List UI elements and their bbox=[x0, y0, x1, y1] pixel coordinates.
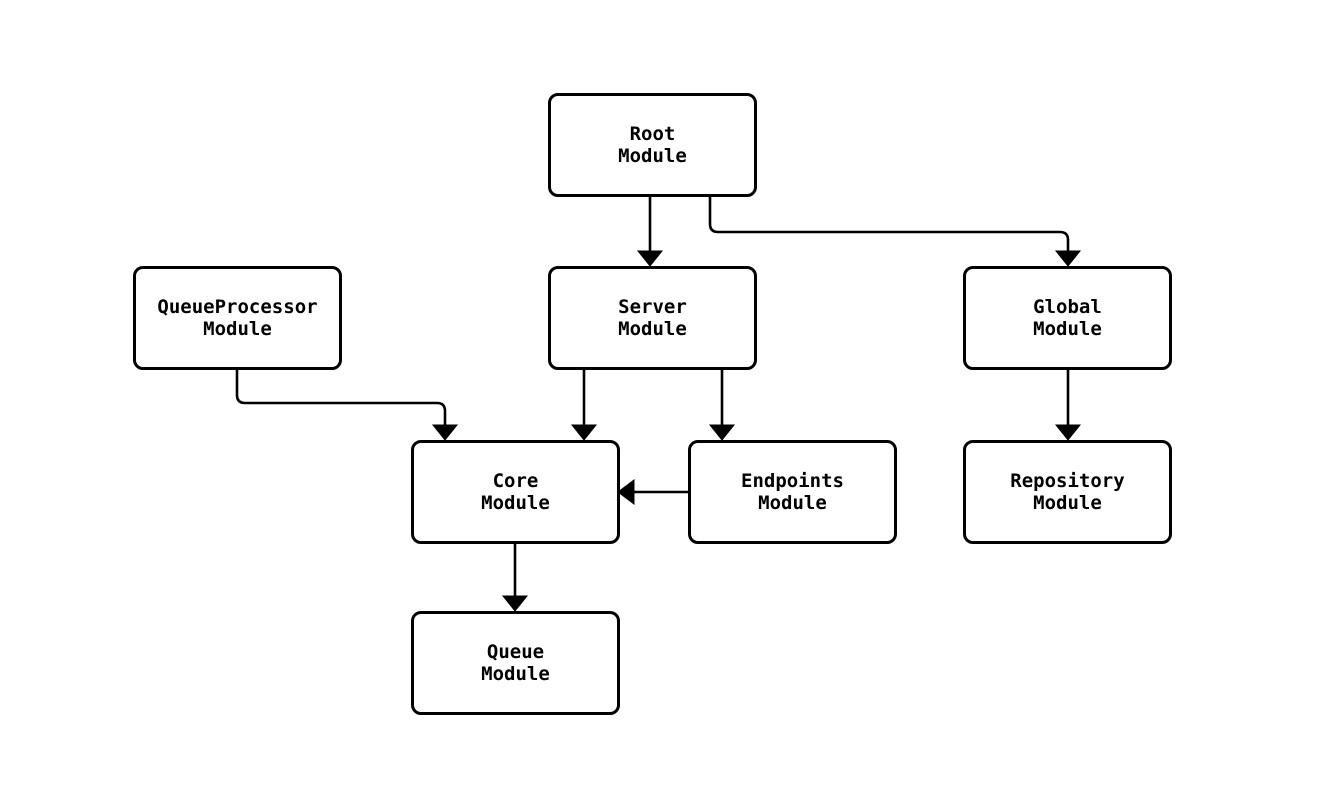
node-label-line: Module bbox=[1033, 318, 1102, 340]
node-queue-module: Queue Module bbox=[411, 611, 620, 715]
node-server-module: Server Module bbox=[548, 266, 757, 370]
edge-root-to-global bbox=[708, 197, 1082, 267]
node-label-line: Module bbox=[758, 492, 827, 514]
edge-core-to-queue bbox=[501, 544, 529, 612]
node-label-line: Global bbox=[1033, 296, 1102, 318]
node-label-line: Server bbox=[618, 296, 687, 318]
edge-server-to-endpoints bbox=[708, 370, 736, 441]
node-label-line: Root bbox=[629, 123, 676, 145]
node-repository-module: Repository Module bbox=[963, 440, 1172, 544]
node-label-line: Module bbox=[1033, 492, 1102, 514]
node-global-module: Global Module bbox=[963, 266, 1172, 370]
node-label-line: Core bbox=[492, 470, 539, 492]
node-root-module: Root Module bbox=[548, 93, 757, 197]
node-label-line: Module bbox=[618, 145, 687, 167]
node-label-line: Module bbox=[618, 318, 687, 340]
node-endpoints-module: Endpoints Module bbox=[688, 440, 897, 544]
node-label-line: QueueProcessor bbox=[157, 296, 318, 318]
edge-queueprocessor-to-core bbox=[235, 370, 459, 441]
node-label-line: Queue bbox=[486, 641, 545, 663]
node-label-line: Endpoints bbox=[741, 470, 844, 492]
node-label-line: Module bbox=[481, 663, 550, 685]
node-label-line: Repository bbox=[1010, 470, 1125, 492]
edge-root-to-server bbox=[636, 197, 664, 267]
node-core-module: Core Module bbox=[411, 440, 620, 544]
edge-server-to-core bbox=[570, 370, 598, 441]
node-label-line: Module bbox=[481, 492, 550, 514]
node-label-line: Module bbox=[203, 318, 272, 340]
edge-endpoints-to-core bbox=[617, 479, 688, 505]
node-queueprocessor-module: QueueProcessor Module bbox=[133, 266, 342, 370]
edge-global-to-repository bbox=[1054, 370, 1082, 441]
